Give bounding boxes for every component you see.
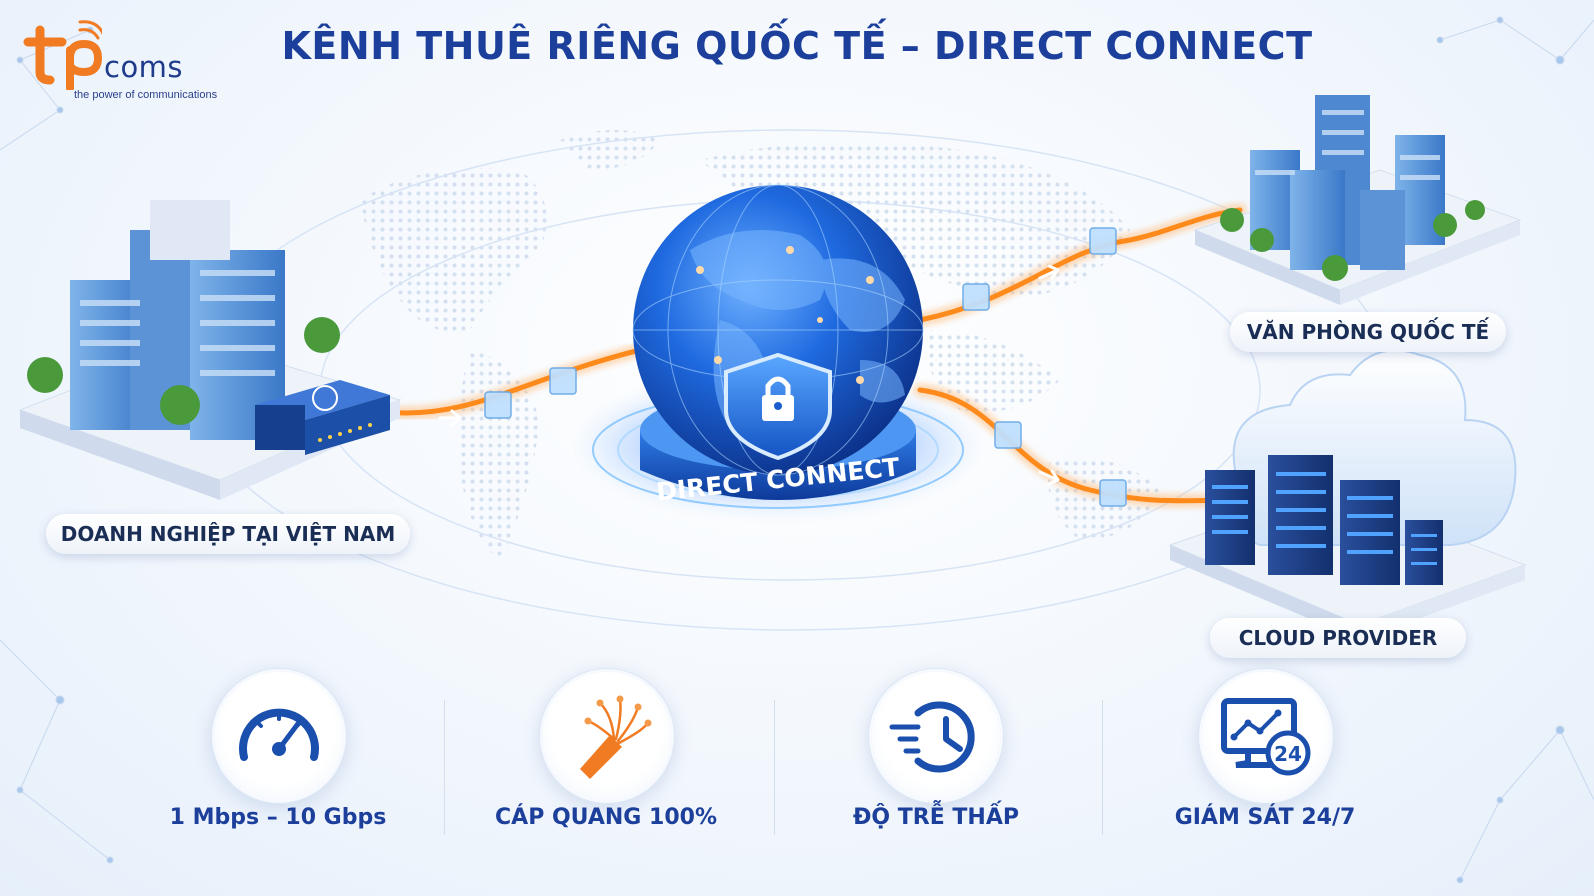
label-cloud-provider: CLOUD PROVIDER bbox=[1210, 618, 1466, 658]
logo-tagline: the power of communications bbox=[74, 89, 218, 101]
flow-arrows bbox=[438, 264, 1060, 486]
fiber-cable-icon bbox=[580, 695, 652, 779]
vietnam-enterprise-illustration bbox=[18, 200, 402, 500]
label-international-office: VĂN PHÒNG QUỐC TẾ bbox=[1230, 312, 1506, 352]
international-office-illustration bbox=[1193, 95, 1522, 305]
feature-fiber-label: CÁP QUANG 100% bbox=[495, 805, 717, 830]
data-packets bbox=[484, 227, 1127, 507]
page-title: KÊNH THUÊ RIÊNG QUỐC TẾ – DIRECT CONNECT bbox=[281, 24, 1313, 68]
divider bbox=[774, 700, 775, 835]
feature-monitoring-label: GIÁM SÁT 24/7 bbox=[1174, 805, 1356, 830]
feature-latency bbox=[868, 668, 1004, 804]
feature-speed-label: 1 Mbps – 10 Gbps bbox=[169, 805, 387, 830]
divider bbox=[444, 700, 445, 835]
cloud-provider-illustration bbox=[1168, 349, 1527, 640]
label-vietnam-enterprise: DOANH NGHIỆP TẠI VIỆT NAM bbox=[46, 514, 410, 554]
network-decoration bbox=[0, 16, 1594, 884]
divider bbox=[1102, 700, 1103, 835]
globe-nodes bbox=[696, 246, 874, 384]
tpcoms-logo bbox=[23, 20, 102, 90]
monitor-24-icon: 24 bbox=[1221, 698, 1311, 776]
world-map-background bbox=[360, 130, 1160, 560]
feature-monitoring: 24 bbox=[1198, 668, 1334, 804]
svg-text:24: 24 bbox=[1274, 742, 1302, 766]
direct-connect-hub: DIRECT CONNECT bbox=[578, 184, 978, 515]
feature-latency-label: ĐỘ TRỄ THẤP bbox=[853, 805, 1019, 830]
fast-clock-icon bbox=[889, 701, 975, 773]
speedometer-icon bbox=[239, 708, 319, 761]
logo-wordmark: coms bbox=[104, 50, 184, 84]
feature-fiber bbox=[539, 668, 675, 804]
feature-speed bbox=[211, 668, 347, 804]
